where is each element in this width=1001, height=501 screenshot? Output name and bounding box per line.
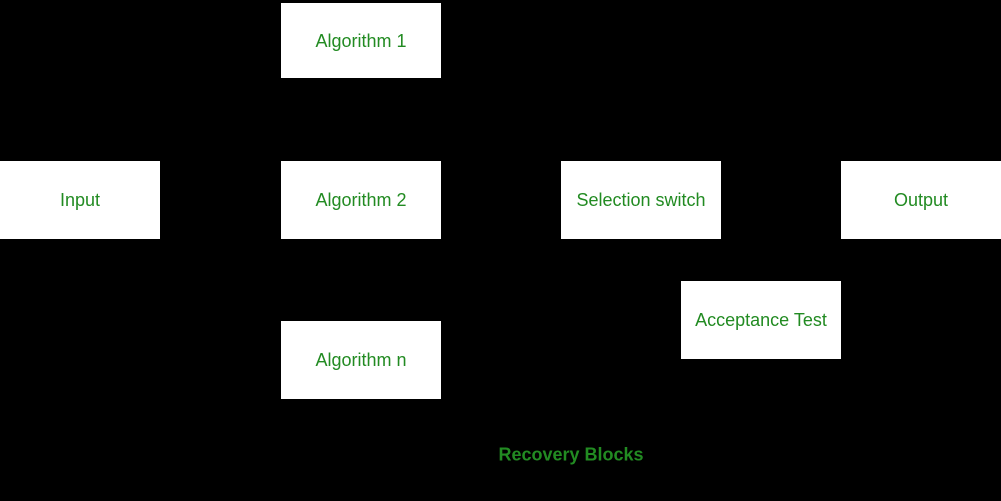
algorithm-1-block: Algorithm 1 <box>281 3 441 78</box>
acceptance-test-block: Acceptance Test <box>681 281 841 359</box>
selection-switch-block: Selection switch <box>561 161 721 239</box>
algorithm-n-block: Algorithm n <box>281 321 441 399</box>
output-block: Output <box>841 161 1001 239</box>
input-block: Input <box>0 161 160 239</box>
diagram-caption: Recovery Blocks <box>498 444 644 465</box>
algorithm-2-block: Algorithm 2 <box>281 161 441 239</box>
